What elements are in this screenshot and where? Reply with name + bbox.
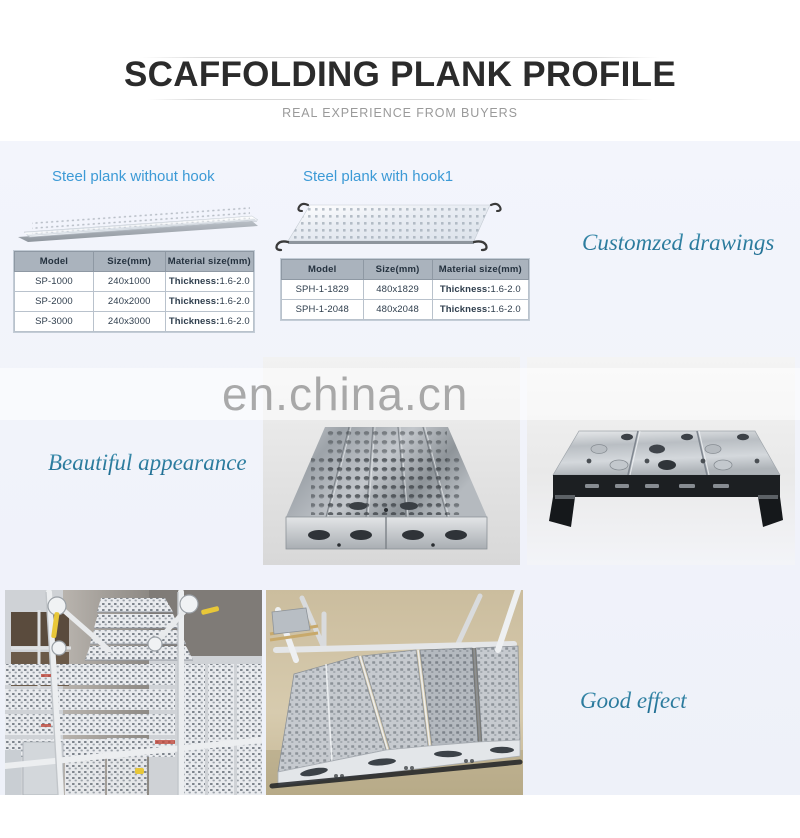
- column-header-material-size: Material size(mm): [431, 259, 530, 280]
- material-label: Thickness:: [439, 304, 491, 315]
- caption-customized-drawings: Customzed drawings: [582, 230, 775, 255]
- cell-model: SP-2000: [14, 291, 94, 312]
- material-label: Thickness:: [168, 276, 220, 287]
- caption-good-effect: Good effect: [580, 688, 687, 713]
- material-value: 1.6-2.0: [490, 284, 521, 295]
- material-value: 1.6-2.0: [490, 304, 521, 315]
- photo-scaffolding-stair-installation: [5, 590, 262, 795]
- column-header-size: Size(mm): [92, 251, 166, 272]
- cell-size: 240x2000: [92, 291, 166, 312]
- plank-with-hook1-drawing: [275, 202, 502, 252]
- cell-model: SPH-1-2048: [281, 299, 364, 320]
- page-subtitle: REAL EXPERIENCE FROM BUYERS: [282, 106, 518, 120]
- cell-size: 480x2048: [362, 299, 433, 320]
- header-top-divider: [140, 57, 660, 58]
- table-row: SPH-1-1829 480x1829 Thickness:1.6-2.0: [281, 279, 530, 300]
- header-band: [0, 0, 800, 141]
- cell-model: SP-3000: [14, 311, 94, 332]
- cell-material-size: Thickness:1.6-2.0: [164, 271, 255, 292]
- table-header-row: Model Size(mm) Material size(mm): [281, 259, 530, 280]
- material-label: Thickness:: [168, 296, 220, 307]
- table-row: SP-3000 240x3000 Thickness:1.6-2.0: [14, 311, 255, 332]
- material-value: 1.6-2.0: [219, 296, 250, 307]
- material-label: Thickness:: [439, 284, 491, 295]
- photo-steel-plank-cross-section-end: [527, 357, 795, 565]
- table-row: SP-2000 240x2000 Thickness:1.6-2.0: [14, 291, 255, 312]
- heading-plank-without-hook: Steel plank without hook: [52, 168, 215, 185]
- table-header-row: Model Size(mm) Material size(mm): [14, 251, 255, 272]
- spec-table-plank-without-hook: Model Size(mm) Material size(mm) SP-1000…: [14, 251, 255, 332]
- cell-material-size: Thickness:1.6-2.0: [164, 291, 255, 312]
- plank-without-hook-drawing: [18, 206, 259, 242]
- table-row: SP-1000 240x1000 Thickness:1.6-2.0: [14, 271, 255, 292]
- material-value: 1.6-2.0: [219, 316, 250, 327]
- cell-material-size: Thickness:1.6-2.0: [431, 279, 530, 300]
- cell-size: 480x1829: [362, 279, 433, 300]
- heading-plank-with-hook1: Steel plank with hook1: [303, 168, 454, 185]
- column-header-material-size: Material size(mm): [164, 251, 255, 272]
- photo-galvanized-steel-planks-close-up: [263, 357, 520, 565]
- material-label: Thickness:: [168, 316, 220, 327]
- column-header-model: Model: [14, 251, 94, 272]
- column-header-size: Size(mm): [362, 259, 433, 280]
- cell-material-size: Thickness:1.6-2.0: [164, 311, 255, 332]
- cell-model: SP-1000: [14, 271, 94, 292]
- footer-background: [0, 795, 800, 838]
- material-value: 1.6-2.0: [219, 276, 250, 287]
- page-title: SCAFFOLDING PLANK PROFILE: [124, 55, 676, 94]
- caption-beautiful-appearance: Beautiful appearance: [48, 450, 247, 475]
- spec-table-plank-with-hook1: Model Size(mm) Material size(mm) SPH-1-1…: [281, 259, 530, 320]
- cell-size: 240x3000: [92, 311, 166, 332]
- cell-material-size: Thickness:1.6-2.0: [431, 299, 530, 320]
- cell-size: 240x1000: [92, 271, 166, 292]
- column-header-model: Model: [281, 259, 364, 280]
- title-divider: [148, 99, 653, 100]
- table-row: SPH-1-2048 480x2048 Thickness:1.6-2.0: [281, 299, 530, 320]
- cell-model: SPH-1-1829: [281, 279, 364, 300]
- photo-scaffolding-planks-on-site: [266, 590, 523, 795]
